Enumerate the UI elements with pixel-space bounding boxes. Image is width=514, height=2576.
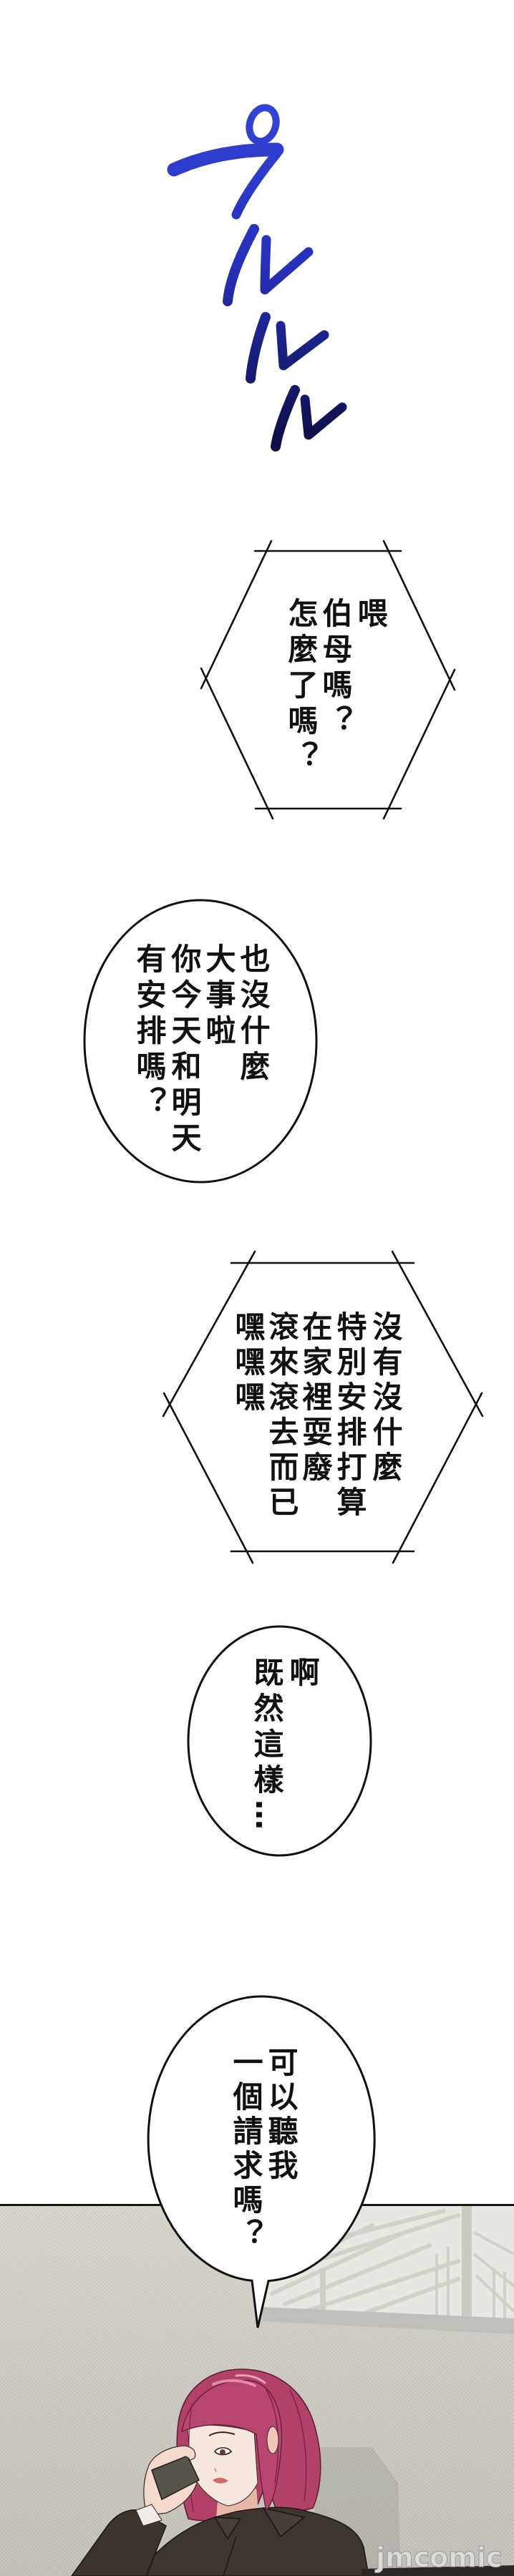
watermark: jmcomic xyxy=(374,2542,502,2573)
sfx-glyph-ru-2 xyxy=(246,312,329,384)
couch xyxy=(362,2565,514,2576)
face xyxy=(187,2424,258,2507)
bubble-3-line-2: 特別安排打算 xyxy=(332,1311,367,1521)
bubble-3-line-4: 滾來滾去而已 xyxy=(264,1311,299,1521)
sfx-glyph-ru-1 xyxy=(223,224,314,306)
bubble-2-line-3: 你今天和明天 xyxy=(167,943,202,1158)
sfx-glyph-ru-3 xyxy=(271,385,347,452)
bubble-4-line-2: 既然這樣… xyxy=(249,1657,284,1835)
bubble-3-line-3: 在家裡耍廢 xyxy=(298,1311,333,1486)
speech-bubble-2-oval xyxy=(83,899,318,1184)
woman-character xyxy=(71,2368,369,2576)
phone xyxy=(151,2455,200,2501)
bubble-4-line-1: 啊 xyxy=(285,1657,320,1692)
speech-bubble-5-oval-tail xyxy=(147,1995,376,2328)
speech-bubble-3-hexagon xyxy=(162,1250,484,1564)
sfx-glyph-pu xyxy=(167,104,284,220)
speech-bubble-4-oval xyxy=(187,1625,372,1857)
bubble-2-line-1: 也沒什麼 xyxy=(236,943,271,1086)
bubble-5-line-2: 一個請求嗎？ xyxy=(228,2046,263,2253)
bubble-5-line-1: 可以聽我 xyxy=(263,2046,299,2184)
bubble-3-line-1: 沒有沒什麼 xyxy=(368,1311,403,1486)
bubble-3-line-5: 嘿嘿嘿 xyxy=(231,1311,266,1416)
sfx-phone-ring xyxy=(167,104,347,452)
bubble-1-line-2: 伯母嗎？ xyxy=(318,597,353,741)
bubble-2-line-2: 大事啦 xyxy=(201,943,236,1050)
bubble-1-line-3: 怎麼了嗎？ xyxy=(283,597,319,776)
bubble-1-line-1: 喂 xyxy=(353,597,388,633)
speech-bubble-1-hexagon xyxy=(200,540,456,820)
bubble-2-line-4: 有安排嗎？ xyxy=(132,943,167,1122)
scene-panel: jmcomic xyxy=(0,2204,514,2576)
scene-illustration: jmcomic xyxy=(71,2206,514,2576)
shirt xyxy=(135,2507,369,2576)
